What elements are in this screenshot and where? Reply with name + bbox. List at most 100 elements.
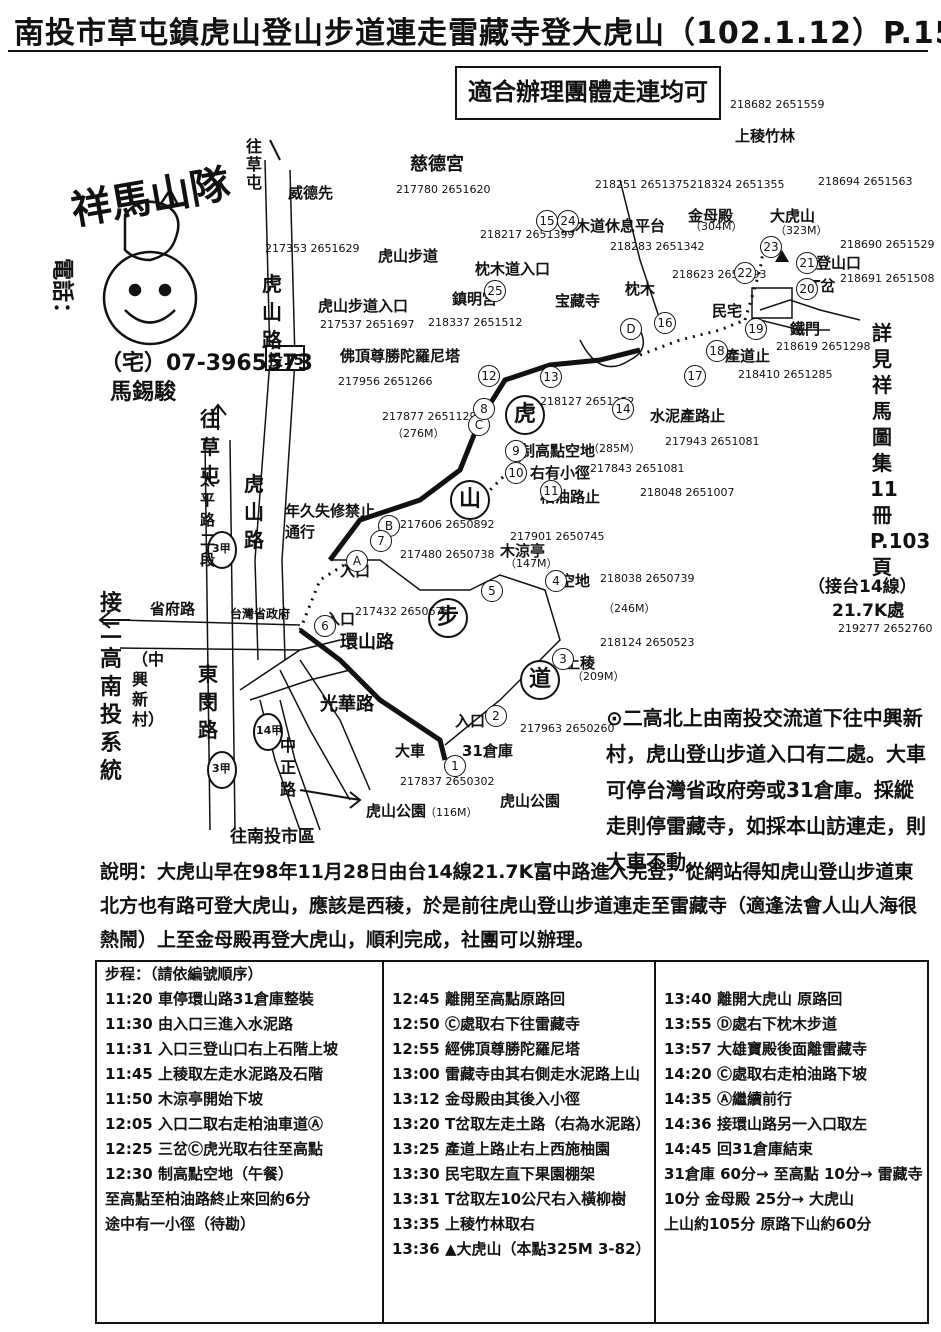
marker-23: 23 (760, 236, 782, 258)
coord-label: 218127 2651252 (540, 395, 635, 408)
route14-shield (253, 713, 283, 751)
itinerary-row: 11:50 木涼亭開始下坡 (105, 1090, 263, 1108)
coord-label: 219277 2652760 (838, 622, 933, 635)
place-chandao: 產道止 (725, 347, 771, 365)
marker-9: 9 (505, 440, 527, 462)
marker-10: 10 (505, 462, 527, 484)
elevation-label: （285M） (588, 442, 641, 455)
coord-label: 217480 2650738 (400, 548, 495, 561)
route15-label: 投15 (268, 351, 304, 369)
direction-caotun-left: 往草屯 (200, 407, 220, 487)
place-shuini: 水泥產路止 (650, 407, 726, 425)
coord-label: 217963 2650260 (520, 722, 615, 735)
road-hushan: 虎山路 (262, 272, 282, 352)
elevation-label: （304M） (690, 220, 743, 233)
place-dahushan: 大虎山 (770, 207, 816, 225)
place-chenghuangxian: 威德先 (288, 184, 334, 202)
place-cangku: 31倉庫 (462, 742, 513, 760)
place-nianjiu: 年久失修禁止通行 (285, 502, 376, 541)
coord-label: 217943 2651081 (665, 435, 760, 448)
place-zhenmu-rest: 枕木道休息平台 (560, 217, 666, 235)
marker-8: 8 (473, 398, 495, 420)
place-zhigaodian: 制高點空地 (520, 442, 596, 460)
title-underline (8, 50, 928, 52)
itinerary-row: 13:40 離開大虎山 原路回 (664, 990, 843, 1008)
marker-14: 14 (612, 398, 634, 420)
route14-label: 14甲 (256, 724, 283, 737)
place-foding: 佛頂尊勝陀羅尼塔 (340, 347, 461, 365)
itinerary-row: 12:05 入口二取右走柏油車道Ⓐ (105, 1115, 323, 1133)
place-mushui: 木涼亭 (500, 542, 546, 560)
itinerary-row: 至高點至柏油路終止來回約6分 (105, 1190, 311, 1208)
itinerary-row: 13:12 金母殿由其後入小徑 (392, 1090, 580, 1108)
route3b-label: 3甲 (212, 762, 231, 775)
road-shengfu: 省府路 (150, 600, 196, 618)
suitability-banner: 適合辦理團體走連均可 (455, 66, 721, 120)
marker-11: 11 (540, 480, 562, 502)
route15-shield (265, 345, 305, 371)
itinerary-col-1: 步程：（請依編號順序） 11:20 車停環山路31倉庫整裝 11:30 由入口三… (97, 962, 384, 1322)
marker-21: 21 (796, 252, 818, 274)
itinerary-row: 11:30 由入口三進入水泥路 (105, 1015, 293, 1033)
trail-char-4: 道 (520, 660, 560, 700)
main-route (298, 628, 448, 761)
marker-15: 15 (536, 210, 558, 232)
tai14-km: 21.7K處 (832, 601, 905, 621)
marker-A: A (346, 550, 368, 572)
itinerary-row: 13:57 大雄寶殿後面離雷藏寺 (664, 1040, 867, 1058)
marker-4: 4 (545, 570, 567, 592)
coord-label: 217837 2650302 (400, 775, 495, 788)
coord-label: 218251 2651375 (595, 178, 690, 191)
place-shangling-bamboo: 上稜竹林 (735, 127, 796, 145)
zhongxing-label: （中興新村） (132, 650, 165, 729)
place-jinmudian: 金母殿 (688, 207, 734, 225)
coord-label: 218410 2651285 (738, 368, 833, 381)
coord-label: 218337 2651512 (428, 316, 523, 329)
marker-24: 24 (557, 210, 579, 232)
trail-char-2: 山 (450, 480, 490, 520)
itinerary-row: 12:45 離開至高點原路回 (392, 990, 565, 1008)
route-note: ⊙二高北上由南投交流道下往中興新村，虎山登山步道入口有二處。大車可停台灣省政府旁… (606, 706, 926, 874)
coord-label: 218682 2651559 (730, 98, 825, 111)
direction-erzhong: 接二高南投系統 (100, 591, 123, 784)
marker-5: 5 (481, 580, 503, 602)
marker-1: 1 (444, 755, 466, 777)
marker-12: 12 (478, 365, 500, 387)
itinerary-row: 12:55 經佛頂尊勝陀羅尼塔 (392, 1040, 580, 1058)
marker-2: 2 (485, 705, 507, 727)
itinerary-row: 12:50 Ⓒ處取右下往雷藏寺 (392, 1015, 580, 1033)
itinerary-header: 步程：（請依編號順序） (105, 965, 263, 983)
itinerary-row: 13:31 T岔取左10公尺右入橫柳樹 (392, 1190, 627, 1208)
itinerary-row: 14:20 Ⓒ處取右走柏油路下坡 (664, 1065, 867, 1083)
marker-7: 7 (370, 530, 392, 552)
marker-25: 25 (484, 280, 506, 302)
coord-label: 217780 2651620 (396, 183, 491, 196)
marker-17: 17 (684, 365, 706, 387)
itinerary-table: 步程：（請依編號順序） 11:20 車停環山路31倉庫整裝 11:30 由入口三… (95, 960, 929, 1324)
arrow-icons (98, 139, 362, 809)
coord-label: 218038 2650739 (600, 572, 695, 585)
contact-person: 馬錫駿 (110, 380, 177, 405)
place-zhenmu: 枕木 (625, 280, 656, 298)
elevation-label: （323M） (775, 224, 828, 237)
coord-label: 218694 2651563 (818, 175, 913, 188)
itinerary-row: 11:20 車停環山路31倉庫整裝 (105, 990, 314, 1008)
road-huanshan: 環山路 (340, 632, 394, 653)
elevation-label: （209M） (572, 670, 625, 683)
road-taiping: 太平路二段 (200, 471, 216, 569)
itinerary-row: 14:45 回31倉庫結束 (664, 1140, 813, 1158)
coord-label: 218619 2651298 (776, 340, 871, 353)
itinerary-row: 13:36 ▲大虎山（本點325M 3-82） (392, 1240, 651, 1258)
trail-char-3: 步 (428, 598, 468, 638)
itinerary-row: 14:35 Ⓐ繼續前行 (664, 1090, 792, 1108)
coord-label: 217606 2650892 (400, 518, 495, 531)
place-hushan-park-east: 虎山公園 (500, 792, 561, 810)
coord-label: 217537 2651697 (320, 318, 415, 331)
elevation-label: （116M） (425, 806, 478, 819)
itinerary-row: 12:25 三岔Ⓒ虎光取右往至高點 (105, 1140, 323, 1158)
place-dengshankou: 登山口 (816, 254, 862, 272)
peak-icon (775, 250, 789, 262)
coord-label: 218324 2651355 (690, 178, 785, 191)
coord-label: 217353 2651629 (265, 242, 360, 255)
direction-caotun-top: 往草屯 (246, 137, 263, 192)
